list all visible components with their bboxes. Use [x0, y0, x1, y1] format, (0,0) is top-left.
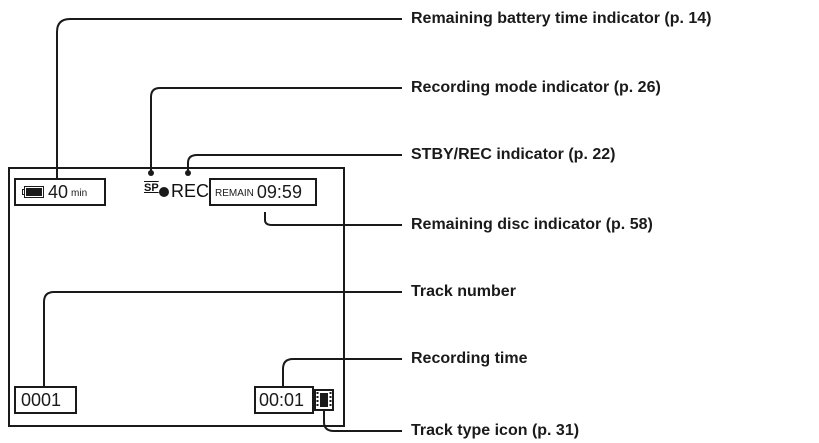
lcd-screen [8, 167, 345, 427]
callout-battery-time: Remaining battery time indicator (p. 14) [411, 10, 712, 27]
remain-label: REMAIN [215, 187, 254, 199]
recording-time-box: 00:01 [254, 386, 314, 414]
record-dot-icon [159, 187, 169, 197]
leader-dot-stby-rec [185, 170, 191, 176]
stby-rec-indicator: REC [171, 181, 210, 201]
leader-recording-mode [150, 87, 402, 172]
battery-icon [22, 186, 44, 198]
recording-mode-indicator: SP [144, 182, 159, 194]
leader-track-type [323, 409, 402, 432]
callout-track-type: Track type icon (p. 31) [411, 422, 580, 439]
leader-remain [264, 212, 402, 226]
battery-unit: min [71, 188, 88, 199]
leader-stby-rec [187, 154, 402, 172]
track-number-box: 0001 [14, 386, 77, 414]
callout-remaining-disc: Remaining disc indicator (p. 58) [411, 216, 653, 233]
leader-track-number [43, 291, 402, 386]
track-number: 0001 [21, 389, 62, 410]
callout-track-number: Track number [411, 283, 516, 300]
leader-battery [56, 18, 402, 185]
callout-recording-time: Recording time [411, 350, 528, 367]
remaining-disc-indicator: REMAIN 09:59 [209, 178, 317, 206]
recording-time: 00:01 [259, 389, 305, 410]
leader-recording-time [282, 358, 402, 386]
battery-indicator: 40 min [14, 178, 106, 206]
film-icon [314, 389, 334, 411]
callout-recording-mode: Recording mode indicator (p. 26) [411, 79, 661, 96]
remain-time: 09:59 [256, 181, 302, 202]
battery-minutes: 40 [48, 181, 69, 202]
leader-dot-recording-mode [148, 170, 154, 176]
callout-stby-rec: STBY/REC indicator (p. 22) [411, 146, 616, 163]
